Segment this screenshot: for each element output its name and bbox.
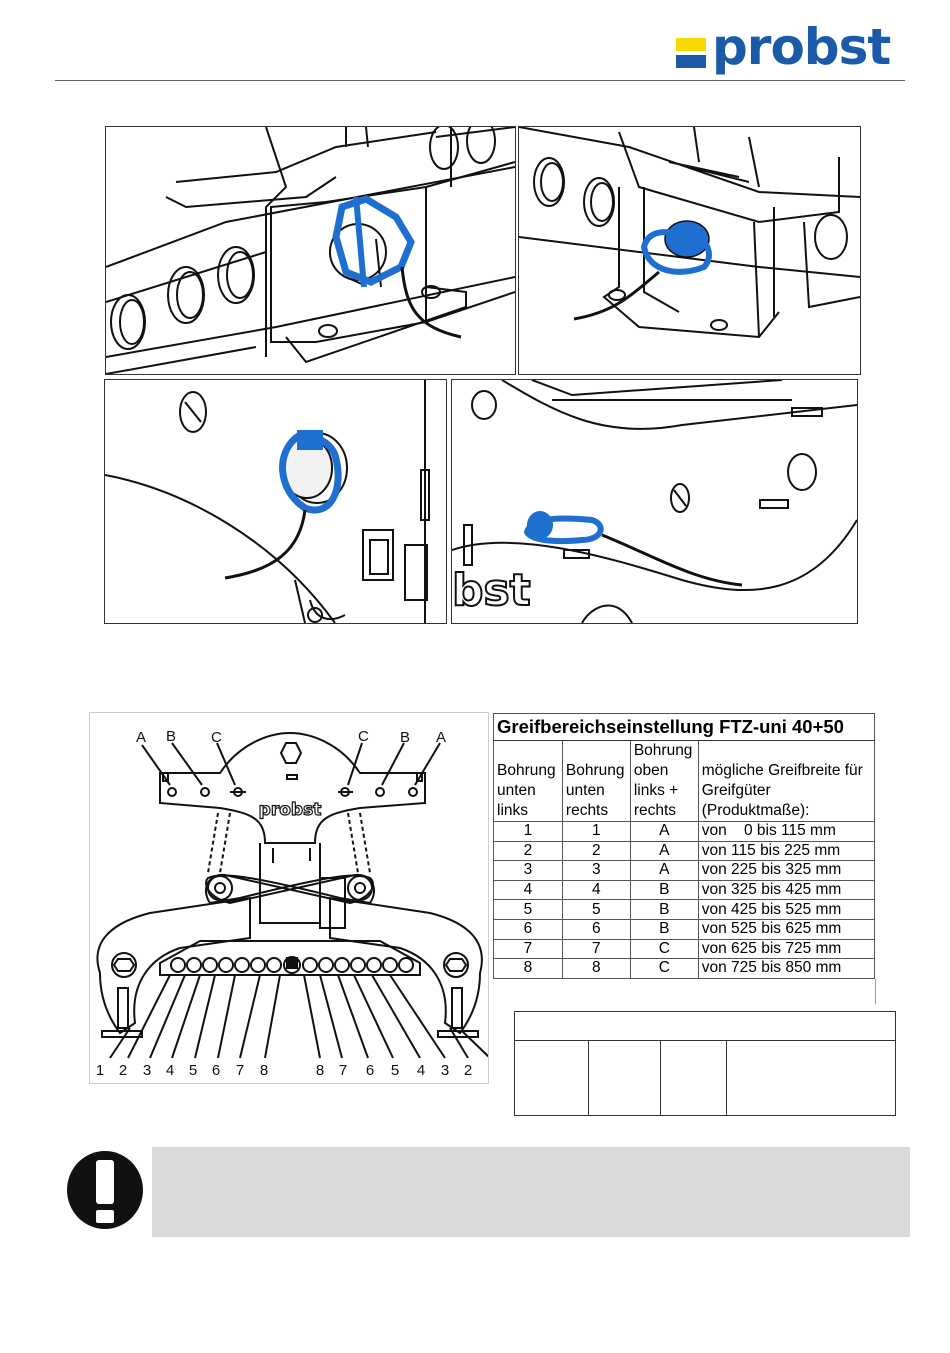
label-top-a-left: A xyxy=(136,729,146,746)
table-row: 8 8 C von 725 bis 850 mm xyxy=(493,958,876,979)
label-bottom-1-left: 1 xyxy=(96,1062,104,1079)
table-row: 6 6 B von 525 bis 625 mm xyxy=(493,918,876,940)
photo-pin-rear-right xyxy=(518,126,861,375)
table-row: 1 1 A von 0 bis 115 mm xyxy=(493,821,876,842)
label-bottom-7-left: 7 xyxy=(236,1062,244,1079)
label-bottom-3-left: 3 xyxy=(143,1062,151,1079)
svg-text:bst: bst xyxy=(452,565,531,616)
label-bottom-2-left: 2 xyxy=(119,1062,127,1079)
table-edge-line xyxy=(875,979,876,1004)
table-header-row: Bohrung unten links Bohrung unten rechts… xyxy=(493,740,876,822)
logo-wordmark: probst xyxy=(712,18,891,76)
grip-range-table: Greifbereichseinstellung FTZ-uni 40+50 B… xyxy=(493,713,876,979)
diagram-plate-text: probst xyxy=(259,800,322,820)
header-hole-bottom-right: Bohrung unten rechts xyxy=(561,740,631,822)
label-bottom-7-right: 7 xyxy=(339,1062,347,1079)
label-top-a-right: A xyxy=(436,729,446,746)
empty-table xyxy=(514,1011,896,1116)
label-bottom-3-right: 3 xyxy=(441,1062,449,1079)
photo-pin-rear-left xyxy=(105,126,516,375)
empty-table-row xyxy=(514,1040,896,1116)
label-bottom-4-left: 4 xyxy=(166,1062,174,1079)
table-row: 4 4 B von 325 bis 425 mm xyxy=(493,879,876,901)
table-row: 2 2 A von 115 bis 225 mm xyxy=(493,840,876,862)
label-bottom-8-left: 8 xyxy=(260,1062,268,1079)
label-top-c-right: C xyxy=(358,728,369,745)
table-row: 5 5 B von 425 bis 525 mm xyxy=(493,899,876,920)
table-title: Greifbereichseinstellung FTZ-uni 40+50 xyxy=(493,713,875,741)
photo-pin-front-left xyxy=(104,379,447,624)
label-bottom-6-right: 6 xyxy=(366,1062,374,1079)
exclamation-icon xyxy=(66,1150,144,1230)
label-top-c-left: C xyxy=(211,729,222,746)
table-row: 7 7 C von 625 bis 725 mm xyxy=(493,938,876,960)
header-hole-top: Bohrung oben links + rechts xyxy=(629,740,699,822)
header-hole-bottom-left: Bohrung unten links xyxy=(493,740,563,822)
label-top-b-left: B xyxy=(166,728,176,745)
label-bottom-2-right: 2 xyxy=(464,1062,472,1079)
label-bottom-8-right: 8 xyxy=(316,1062,324,1079)
warning-box xyxy=(152,1147,910,1237)
logo-blue-block xyxy=(676,55,706,68)
logo-yellow-block xyxy=(676,38,706,51)
label-top-b-right: B xyxy=(400,729,410,746)
header-divider xyxy=(55,80,905,81)
probst-logo: probst xyxy=(676,22,898,80)
label-bottom-4-right: 4 xyxy=(417,1062,425,1079)
empty-table-title-row xyxy=(514,1011,896,1041)
header-grip-width: mögliche Greifbreite für Greifgüter (Pro… xyxy=(697,740,876,822)
label-bottom-6-left: 6 xyxy=(212,1062,220,1079)
photo-pin-front-right: bst xyxy=(451,379,858,624)
table-row: 3 3 A von 225 bis 325 mm xyxy=(493,860,876,881)
label-bottom-5-left: 5 xyxy=(189,1062,197,1079)
gripper-hole-diagram: probst A B C C B A 1 2 3 4 5 6 7 8 8 7 6… xyxy=(89,712,496,1084)
label-bottom-5-right: 5 xyxy=(391,1062,399,1079)
